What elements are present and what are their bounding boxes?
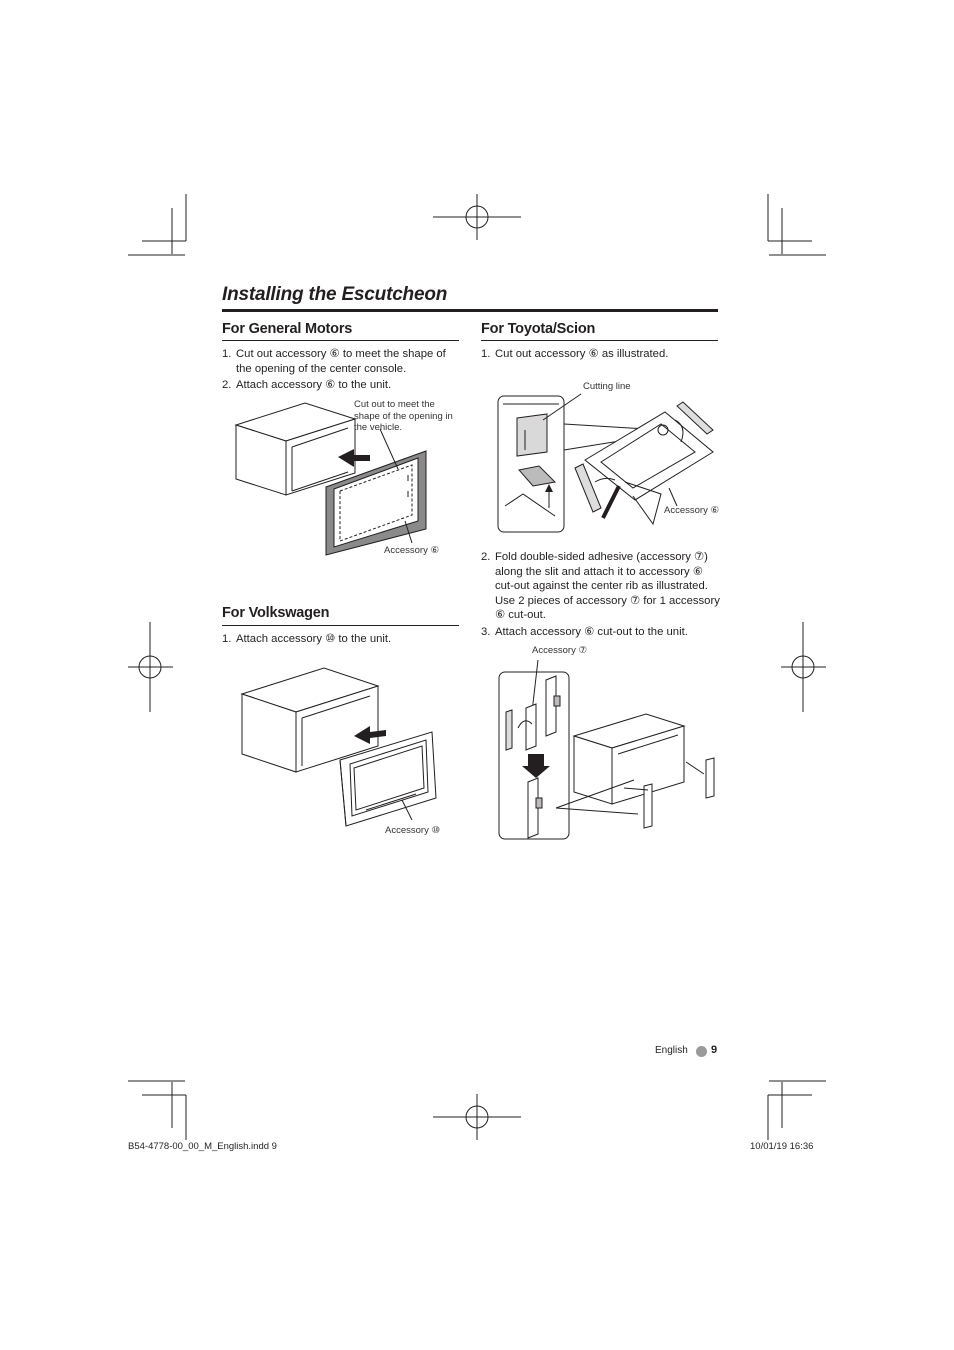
heading-rule [222, 340, 459, 341]
registration-mark-icon [433, 194, 521, 240]
figure-toyota-cut [497, 393, 714, 533]
label-cutting-line: Cutting line [583, 381, 631, 392]
registration-mark-icon [433, 1094, 521, 1140]
heading-rule [222, 625, 459, 626]
step-item: 2. Fold double-sided adhesive (accessory… [481, 550, 721, 623]
slug-datetime: 10/01/19 16:36 [750, 1141, 814, 1152]
crop-mark-icon [128, 194, 187, 256]
step-text: Cut out accessory ⑥ as illustrated. [495, 348, 669, 360]
slug-file: B54-4778-00_00_M_English.indd 9 [128, 1141, 277, 1152]
heading-rule [481, 340, 718, 341]
steps-general-motors: 1. Cut out accessory ⑥ to meet the shape… [222, 347, 460, 395]
label-accessory-10: Accessory ⑩ [385, 825, 440, 836]
page-number: 9 [711, 1044, 718, 1056]
steps-toyota-a: 1. Cut out accessory ⑥ as illustrated. [481, 347, 719, 364]
step-text: Cut out accessory ⑥ to meet the shape of… [236, 348, 446, 375]
label-accessory-7: Accessory ⑦ [532, 645, 587, 656]
title-rule [222, 309, 718, 312]
heading-toyota-scion: For Toyota/Scion [481, 321, 596, 337]
figure-general-motors [234, 402, 427, 556]
step-text: Attach accessory ⑥ cut-out to the unit. [495, 625, 688, 638]
step-item: 2. Attach accessory ⑥ to the unit. [222, 378, 460, 393]
label-accessory-6: Accessory ⑥ [384, 545, 439, 556]
step-item: 1. Attach accessory ⑩ to the unit. [222, 632, 460, 647]
step-item: 3. Attach accessory ⑥ cut-out to the uni… [481, 625, 721, 640]
step-number: 3. [481, 625, 491, 638]
page-dot-icon [696, 1046, 707, 1057]
step-number: 2. [222, 379, 232, 391]
steps-volkswagen: 1. Attach accessory ⑩ to the unit. [222, 632, 460, 649]
steps-toyota-b: 2. Fold double-sided adhesive (accessory… [481, 550, 721, 641]
step-number: 1. [222, 348, 232, 360]
step-text: Fold double-sided adhesive (accessory ⑦)… [495, 551, 720, 621]
step-number: 1. [481, 348, 491, 360]
callout-cut-out: Cut out to meet the shape of the opening… [354, 399, 453, 433]
step-text: Attach accessory ⑩ to the unit. [236, 633, 392, 645]
label-accessory-6: Accessory ⑥ [664, 505, 719, 516]
crop-mark-icon [128, 1080, 187, 1140]
heading-general-motors: For General Motors [222, 321, 353, 337]
figure-volkswagen [240, 667, 437, 827]
registration-mark-icon [781, 622, 826, 712]
step-number: 2. [481, 551, 491, 563]
registration-mark-icon [128, 622, 173, 712]
step-item: 1. Cut out accessory ⑥ as illustrated. [481, 347, 719, 362]
crop-mark-icon [767, 1080, 826, 1140]
crop-mark-icon [767, 194, 826, 256]
step-item: 1. Cut out accessory ⑥ to meet the shape… [222, 347, 460, 376]
step-text: Attach accessory ⑥ to the unit. [236, 379, 392, 391]
footer-language: English [655, 1045, 688, 1056]
heading-volkswagen: For Volkswagen [222, 605, 330, 621]
page-title: Installing the Escutcheon [222, 284, 448, 305]
step-number: 1. [222, 633, 232, 645]
figure-toyota-attach [498, 659, 715, 840]
